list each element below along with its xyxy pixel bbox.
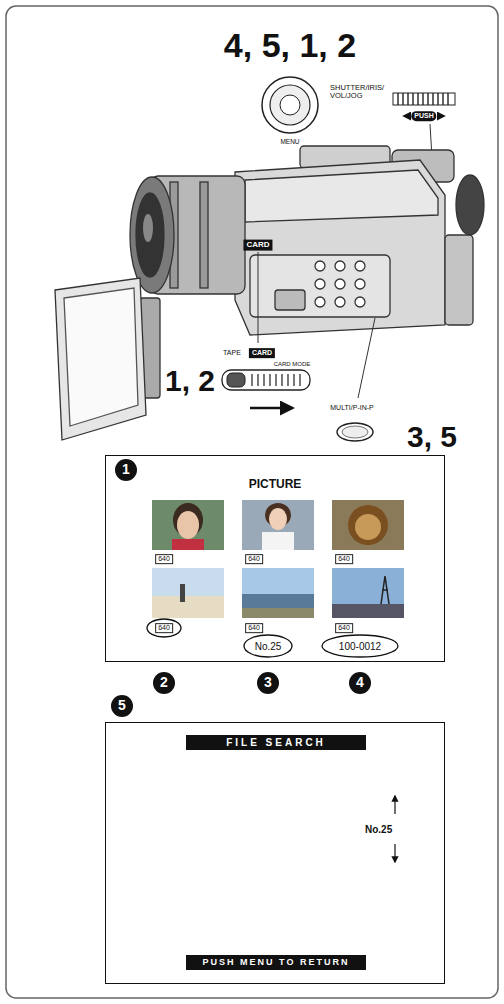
callout-number: 3 [257,672,279,694]
image-size-tag: 640 [155,623,173,633]
screen-text: PICTURE [106,478,444,491]
callout-number: 1 [115,459,137,481]
callout-number: 2 [153,672,175,694]
camcorder-body [55,146,484,440]
callout-number: 4 [349,672,371,694]
image-size-tag: 640 [155,554,173,564]
image-size-tag: 640 [245,623,263,633]
mode-switch [222,370,310,408]
screen-panel: PICTURE [105,455,445,662]
screen-text: No.25 [365,824,392,835]
menu-dial [262,77,318,133]
scroll-arrows [395,796,396,862]
screen-text: PUSH MENU TO RETURN [203,958,350,968]
jog-wheel [393,93,455,158]
callout-number: 5 [111,695,133,717]
thumbnail-images [152,500,404,618]
control-label: MENU [280,138,299,145]
control-label: SHUTTER/IRIS/ VOL/JOG [330,84,392,101]
screen-header-bar: FILE SEARCH [186,735,366,750]
step-number: 4, 5, 1, 2 [224,27,356,64]
step-number: 1, 2 [165,364,215,397]
screen-footer-bar: PUSH MENU TO RETURN [186,955,366,970]
image-size-tag: 640 [245,554,263,564]
callout-ellipse [147,619,398,657]
file-number: No.25 [255,641,282,652]
control-label: CARD MODE [274,361,311,368]
image-size-tag: 640 [335,554,353,564]
screen-text: FILE SEARCH [226,737,326,748]
control-label: MULTI/P-IN-P [330,404,373,412]
card-indicator: CARD [243,240,272,251]
step-number: 3, 5 [407,420,457,453]
control-label: PUSH [411,111,436,121]
image-size-tag: 640 [335,623,353,633]
screen-panel: No.25 FILE SEARCH PUSH MENU TO RETURN [105,722,445,984]
leader-line [258,252,259,343]
leader-line [358,318,375,398]
control-label: TAPE [223,349,241,357]
multi-button [337,423,373,441]
page-frame [6,6,498,998]
folder-file-number: 100-0012 [339,641,381,652]
card-indicator: CARD [249,348,275,358]
